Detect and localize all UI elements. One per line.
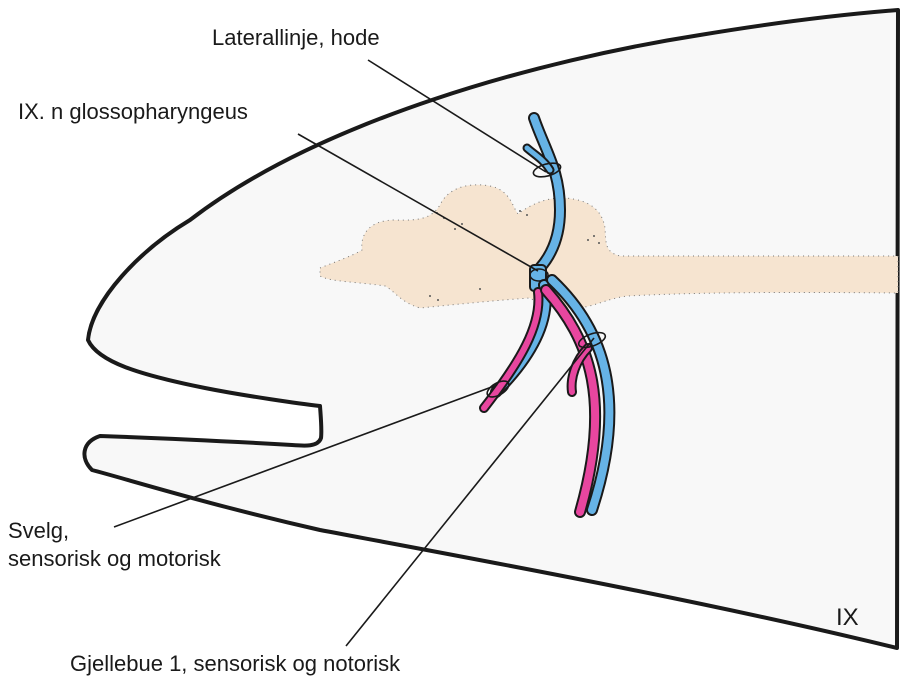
label-svelg-line2: sensorisk og motorisk [8,545,221,573]
label-glossopharyngeus: IX. n glossopharyngeus [18,98,248,126]
label-gill-arch: Gjellebue 1, sensorisk og notorisk [70,650,400,678]
label-svelg-line1: Svelg, [8,517,221,545]
label-corner-ix: IX [836,603,859,633]
label-svelg: Svelg, sensorisk og motorisk [8,517,221,572]
label-lateral-line: Laterallinje, hode [212,24,380,52]
